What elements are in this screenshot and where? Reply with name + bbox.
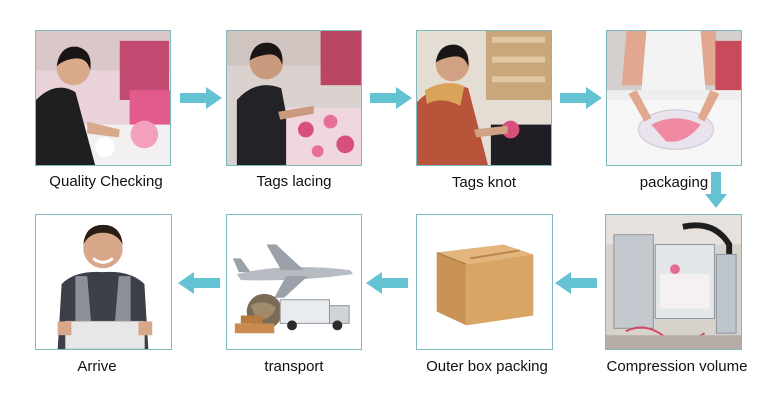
step-label-outer-box-packing: Outer box packing bbox=[426, 358, 548, 375]
worker-tying-tags-photo bbox=[417, 31, 551, 165]
airplane-truck-globe-photo bbox=[227, 215, 361, 349]
compression-machine-photo bbox=[606, 215, 741, 349]
arrow-right-icon bbox=[370, 87, 412, 109]
worker-inspecting-clothes-photo bbox=[36, 31, 170, 165]
cardboard-box-photo bbox=[417, 215, 552, 349]
step-label-tags-knot: Tags knot bbox=[451, 174, 517, 191]
step-label-tags-lacing: Tags lacing bbox=[256, 173, 332, 190]
arrow-down-icon bbox=[705, 172, 727, 208]
worker-attaching-tags-photo bbox=[227, 31, 361, 165]
step-label-packaging: packaging bbox=[639, 174, 709, 191]
worker-bagging-garment-photo bbox=[607, 31, 741, 165]
step-label-transport: transport bbox=[264, 358, 324, 375]
arrow-left-icon bbox=[555, 272, 597, 294]
step-arrive-image bbox=[35, 214, 172, 350]
step-label-arrive: Arrive bbox=[77, 358, 117, 375]
delivery-man-with-box-photo bbox=[36, 215, 171, 349]
step-compression-volume-image bbox=[605, 214, 742, 350]
step-label-compression-volume: Compression volume bbox=[606, 358, 748, 375]
step-packaging-image bbox=[606, 30, 742, 166]
arrow-left-icon bbox=[366, 272, 408, 294]
step-transport-image bbox=[226, 214, 362, 350]
arrow-left-icon bbox=[178, 272, 220, 294]
arrow-right-icon bbox=[560, 87, 602, 109]
arrow-right-icon bbox=[180, 87, 222, 109]
step-tags-lacing-image bbox=[226, 30, 362, 166]
step-tags-knot-image bbox=[416, 30, 552, 166]
step-quality-checking-image bbox=[35, 30, 171, 166]
step-outer-box-packing-image bbox=[416, 214, 553, 350]
step-label-quality-checking: Quality Checking bbox=[49, 173, 163, 190]
